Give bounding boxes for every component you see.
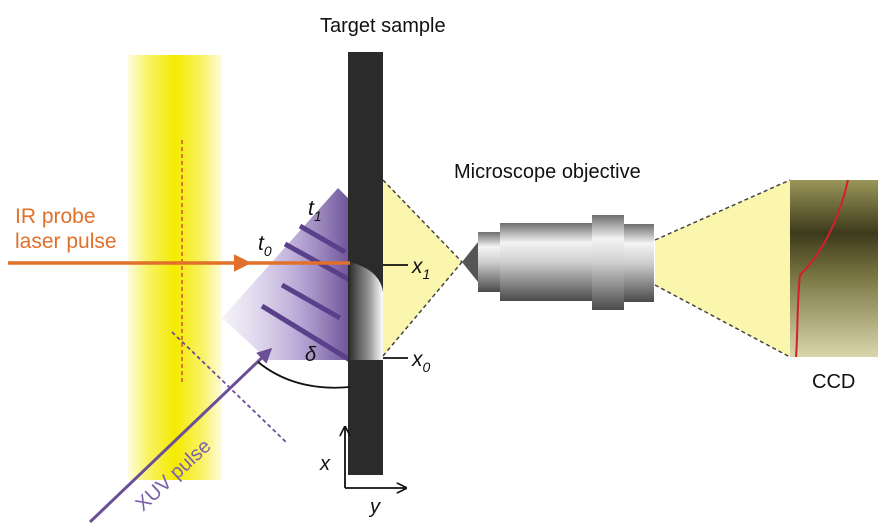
t0-label: t0 — [258, 232, 272, 259]
delta-arc — [257, 361, 351, 389]
coordinate-axes — [345, 428, 405, 488]
x0-label: x0 — [411, 348, 431, 375]
xuv-beam-arrow — [88, 347, 273, 524]
microscope-objective — [462, 215, 654, 310]
ir-probe-label-line2: laser pulse — [15, 230, 117, 253]
x1-label: x1 — [411, 255, 430, 282]
xuv-pulse-slab — [222, 188, 352, 363]
ccd-label: CCD — [812, 371, 855, 393]
delta-label: δ — [305, 344, 317, 366]
yellow-band — [128, 55, 222, 480]
cone-left — [383, 180, 462, 356]
t1-label: t1 — [308, 197, 322, 224]
ir-probe-label-line1: IR probe — [15, 205, 96, 228]
sample-gradient-region — [350, 262, 383, 360]
cone-right — [655, 180, 790, 357]
target-sample-label: Target sample — [320, 15, 446, 37]
microscope-objective-label: Microscope objective — [454, 161, 641, 183]
axis-x-label: x — [319, 453, 331, 475]
ccd-image — [790, 179, 878, 358]
axis-y-label: y — [368, 496, 381, 518]
